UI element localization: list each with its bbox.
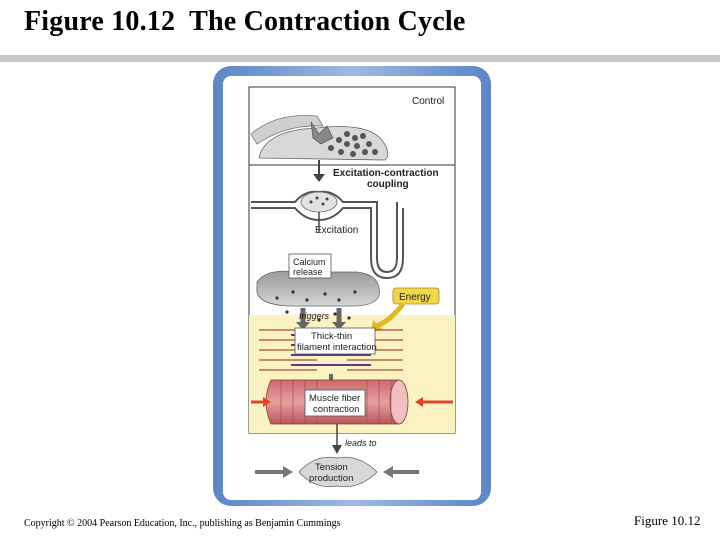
label-energy: Energy: [399, 292, 431, 303]
copyright-notice: Copyright © 2004 Pearson Education, Inc.…: [24, 518, 341, 529]
label-musclefiber-line2: contraction: [313, 404, 359, 415]
thickthin-label-box: [294, 327, 376, 355]
label-thickthin-line2: filament interaction: [297, 342, 377, 353]
muscle-fiber-panel: Muscle fiber contraction: [251, 379, 453, 425]
title-divider: [0, 55, 720, 62]
muscle-cross-section: [258, 126, 389, 161]
figure-number: Figure 10.12: [634, 513, 701, 528]
control-panel: Control: [250, 96, 444, 161]
label-calcium-line2: release: [293, 267, 323, 277]
label-leadsto: leads to: [345, 438, 377, 448]
contraction-cycle-figure: Control Excitation-contraction coupling …: [213, 66, 491, 506]
label-ec-line1: Excitation-contraction: [333, 168, 439, 179]
muscle-fibers-dots: [328, 131, 378, 157]
ec-coupling-panel: Excitation-contraction coupling Excitati…: [251, 168, 439, 280]
label-excitation: Excitation: [315, 225, 358, 236]
label-thickthin-line1: Thick-thin: [311, 331, 352, 342]
label-tension-line2: production: [309, 473, 353, 484]
synaptic-membrane: [251, 190, 398, 274]
label-tension-line1: Tension: [315, 462, 348, 473]
calcium-release-panel: Calcium release triggers: [256, 253, 380, 330]
musclefiber-label-box: [304, 389, 366, 417]
energy-arrow: [375, 302, 405, 329]
energy-box: [392, 287, 440, 305]
calcium-label-box: [288, 253, 332, 279]
label-musclefiber-line1: Muscle fiber: [309, 393, 360, 404]
label-calcium-line1: Calcium: [293, 257, 326, 267]
energy-callout: Energy: [371, 287, 440, 332]
slide-title: Figure 10.12 The Contraction Cycle: [24, 6, 466, 37]
label-ec-line2: coupling: [367, 179, 409, 190]
sarcoplasmic-reticulum: [256, 270, 380, 307]
nerve-terminal: [310, 121, 334, 145]
filament-panel: Thick-thin filament interaction: [259, 327, 403, 389]
nerve-fiber: [250, 115, 324, 145]
label-triggers: triggers: [299, 311, 330, 321]
tension-panel: Tension production: [255, 456, 419, 488]
tension-shape: [298, 456, 378, 488]
label-control: Control: [412, 96, 444, 107]
synaptic-vesicle: [300, 191, 338, 213]
